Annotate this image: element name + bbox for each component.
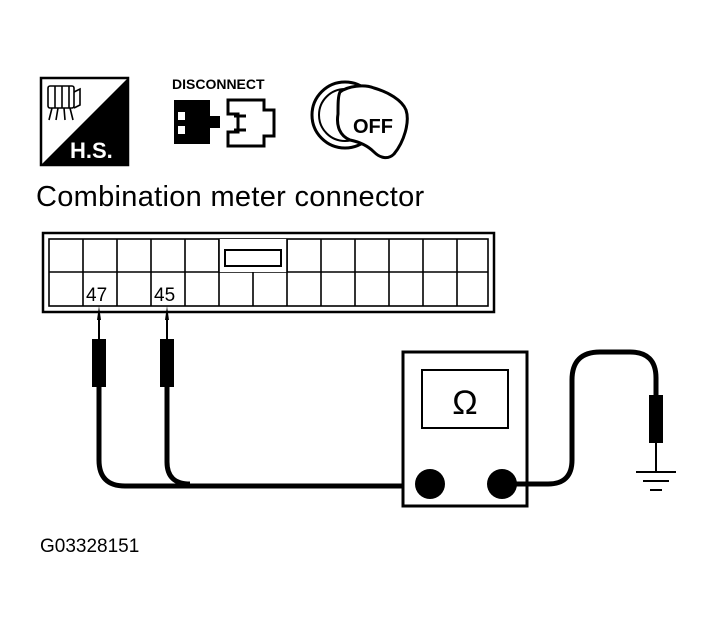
pin-label-47: 47 (86, 285, 107, 306)
meter-terminal-left (415, 469, 445, 499)
ignition-off-icon: OFF (310, 80, 409, 160)
combination-meter-connector: 47 45 (41, 231, 496, 314)
pin-label-45: 45 (154, 285, 175, 306)
ground-lead (502, 349, 663, 487)
probe-lead-pin-45 (160, 306, 191, 487)
disconnect-icon: DISCONNECT (172, 76, 276, 148)
ground-icon (636, 471, 676, 491)
figure-code: G03328151 (40, 536, 139, 557)
hs-label: H.S. (70, 138, 113, 163)
ohm-symbol: Ω (452, 384, 477, 422)
ohmmeter: Ω (401, 350, 529, 508)
harness-side-icon: H.S. (39, 76, 130, 167)
diagram-title: Combination meter connector (36, 181, 425, 213)
probe-lead-pin-47 (92, 306, 430, 489)
disconnect-label: DISCONNECT (172, 76, 265, 92)
ignition-off-label: OFF (353, 116, 393, 138)
